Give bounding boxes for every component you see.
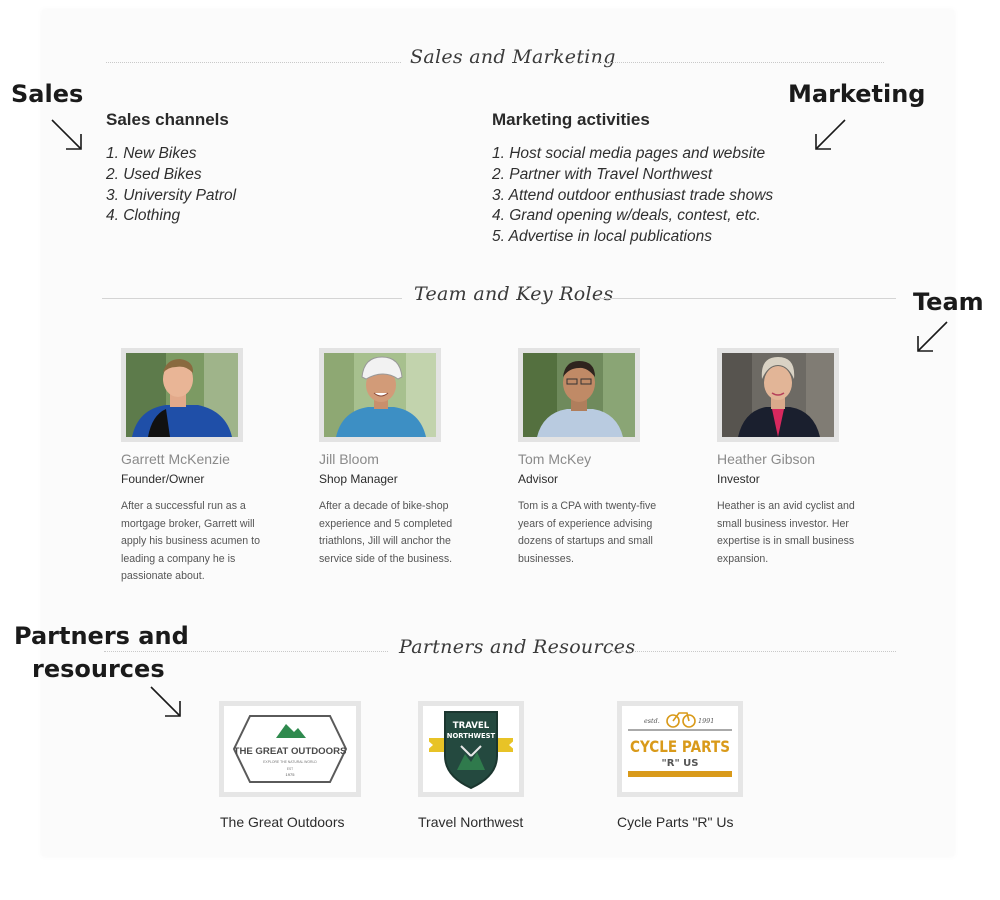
callout-partners-line1: Partners and	[14, 622, 189, 650]
logo-est: EST	[287, 767, 293, 771]
arrow-down-right-icon	[51, 119, 82, 150]
bicycle-icon	[682, 714, 696, 728]
partner-name: Travel Northwest	[418, 814, 524, 830]
bicycle-icon	[672, 712, 690, 722]
list-item: 3. Attend outdoor enthusiast trade shows	[492, 186, 774, 204]
partner-logo-frame: TRAVEL NORTHWEST	[418, 701, 524, 797]
section-divider-left	[106, 62, 401, 63]
team-member-name: Jill Bloom	[319, 451, 379, 467]
team-member-bio: After a successful run as a mortgage bro…	[121, 500, 260, 583]
list-item: 3. University Patrol	[106, 186, 237, 204]
team-member-bio: Tom is a CPA with twenty-five years of e…	[518, 500, 657, 565]
arrow-down-left-icon	[815, 119, 846, 150]
section-divider-right	[592, 62, 884, 63]
team-member-role: Investor	[717, 472, 760, 486]
great-outdoors-logo: THE GREAT OUTDOORS EXPLORE THE NATURAL W…	[224, 706, 356, 792]
list-item: 4. Grand opening w/deals, contest, etc.	[492, 207, 761, 225]
team-photo-frame	[121, 348, 243, 442]
list-item: 1. Host social media pages and website	[492, 145, 766, 162]
sales-channels-heading: Sales channels	[106, 110, 229, 129]
section-title-sales-marketing: Sales and Marketing	[410, 46, 616, 68]
callout-team: Team	[913, 288, 984, 316]
cycle-parts-logo: estd. 1991 CYCLE PARTS "R" US	[622, 706, 738, 792]
team-member-name: Garrett McKenzie	[121, 451, 230, 467]
marketing-activities-heading: Marketing activities	[492, 110, 650, 129]
portrait-tom	[523, 353, 635, 437]
team-member-bio: Heather is an avid cyclist and small bus…	[717, 500, 855, 565]
logo-line2: NORTHWEST	[447, 732, 496, 740]
portrait-garrett	[126, 353, 238, 437]
logo-text: THE GREAT OUTDOORS	[234, 746, 347, 757]
team-member-name: Heather Gibson	[717, 451, 816, 467]
logo-line1: CYCLE PARTS	[630, 737, 730, 756]
section-title-team: Team and Key Roles	[414, 283, 614, 305]
callout-marketing: Marketing	[788, 80, 926, 108]
team-member-role: Advisor	[518, 472, 559, 486]
callout-sales: Sales	[11, 80, 84, 108]
logo-estd: estd.	[644, 717, 660, 725]
team-member-role: Shop Manager	[319, 472, 398, 486]
team-photo-frame	[717, 348, 839, 442]
sales-channels-list: 1. New Bikes 2. Used Bikes 3. University…	[106, 144, 236, 227]
team-member-name: Tom McKey	[518, 451, 592, 467]
list-item: 1. New Bikes	[106, 145, 197, 162]
list-item: 2. Used Bikes	[106, 165, 202, 183]
section-divider-left	[104, 651, 388, 652]
list-item: 4. Clothing	[106, 207, 181, 225]
logo-year: 1975	[286, 772, 296, 777]
section-title-partners: Partners and Resources	[399, 636, 636, 658]
section-divider-right	[612, 651, 896, 652]
arrow-down-right-icon	[150, 686, 181, 717]
list-item: 5. Advertise in local publications	[492, 228, 712, 246]
logo-line2: "R" US	[662, 758, 699, 769]
callout-partners: Partners and resources	[14, 620, 189, 686]
partner-name: The Great Outdoors	[220, 814, 345, 830]
team-photo-frame	[319, 348, 441, 442]
marketing-activities-list: 1. Host social media pages and website 2…	[492, 144, 773, 248]
list-item: 2. Partner with Travel Northwest	[492, 165, 713, 183]
logo-line1: TRAVEL	[453, 721, 490, 731]
travel-northwest-logo: TRAVEL NORTHWEST	[423, 706, 519, 792]
portrait-heather	[722, 353, 834, 437]
team-member-role: Founder/Owner	[121, 472, 205, 486]
portrait-jill	[324, 353, 436, 437]
partner-logo-frame: THE GREAT OUTDOORS EXPLORE THE NATURAL W…	[219, 701, 361, 797]
team-member-bio: After a decade of bike-shop experience a…	[319, 500, 453, 565]
partner-logo-frame: estd. 1991 CYCLE PARTS "R" US	[617, 701, 743, 797]
arrow-down-left-icon	[917, 321, 948, 352]
section-divider-left	[102, 298, 402, 299]
section-divider-right	[596, 298, 896, 299]
team-photo-frame	[518, 348, 640, 442]
logo-subtext: EXPLORE THE NATURAL WORLD	[263, 760, 317, 764]
logo-year: 1991	[698, 717, 714, 725]
callout-partners-line2: resources	[32, 655, 165, 683]
partner-name: Cycle Parts "R" Us	[617, 814, 734, 830]
bicycle-icon	[666, 714, 680, 728]
